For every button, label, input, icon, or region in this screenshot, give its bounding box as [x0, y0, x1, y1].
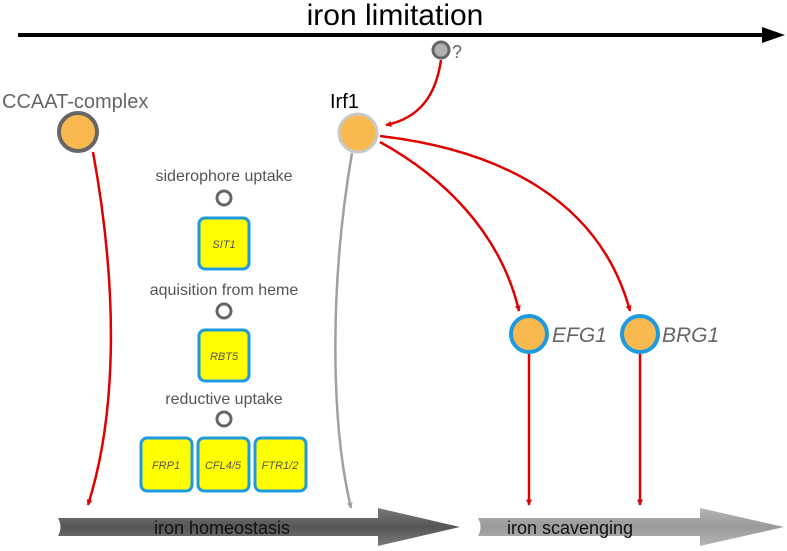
reductive-uptake-node [215, 410, 233, 428]
ccaat-complex-label: CCAAT-complex [2, 91, 148, 113]
heme-acquisition-node [215, 302, 233, 320]
iron-homeostasis-label: iron homeostasis [154, 518, 290, 538]
irf1-node [337, 112, 379, 154]
unknown-to-irf1-arrow [385, 59, 443, 127]
ccaat-to-homeostasis-arrow [86, 151, 113, 506]
brg1-label: BRG1 [662, 324, 719, 347]
gene-box-ftr: FTR1/2 [253, 436, 308, 493]
irf1-to-efg1-arrow [379, 140, 521, 312]
heme-acquisition-label: aquisition from heme [150, 282, 299, 299]
reductive-uptake-label: reductive uptake [165, 391, 283, 408]
gene-box-rbt5: RBT5 [197, 328, 251, 383]
gene-label-frp1: FRP1 [152, 460, 180, 472]
ccaat-complex-node [57, 111, 99, 153]
gene-box-cfl: CFL4/5 [196, 436, 251, 493]
brg1-node [620, 314, 660, 354]
iron-scavenging-arrow [478, 508, 784, 546]
gene-label-cfl: CFL4/5 [205, 460, 242, 472]
siderophore-uptake-node [215, 189, 233, 207]
title-label: iron limitation [307, 0, 484, 32]
gene-box-sit1: SIT1 [197, 216, 251, 271]
gene-label-rbt5: RBT5 [210, 351, 239, 363]
gene-label-sit1: SIT1 [212, 239, 235, 251]
gene-box-frp1: FRP1 [139, 436, 194, 493]
irf1-label: Irf1 [330, 91, 359, 113]
siderophore-uptake-label: siderophore uptake [156, 168, 293, 185]
iron-homeostasis-arrow [58, 508, 460, 546]
irf1-to-brg1-arrow [379, 134, 632, 312]
efg1-node [509, 314, 549, 354]
iron-limitation-axis-head [762, 27, 785, 43]
irf1-to-homeostasis-arrow [334, 152, 354, 509]
unknown-regulator-label: ? [452, 42, 462, 62]
unknown-regulator-node [431, 40, 451, 60]
gene-label-ftr: FTR1/2 [262, 460, 299, 472]
iron-scavenging-label: iron scavenging [507, 518, 633, 538]
efg1-label: EFG1 [552, 324, 607, 347]
